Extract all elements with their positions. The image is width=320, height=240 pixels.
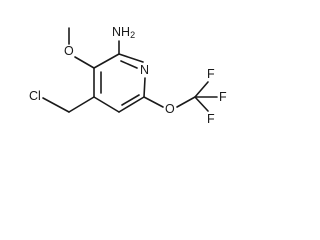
amine-label: NH2	[112, 25, 135, 40]
trifluoromethoxy-oxygen-label: O	[165, 102, 175, 116]
ring-nitrogen-label: N	[140, 63, 149, 77]
methoxy-oxygen-label: O	[64, 44, 74, 58]
double-bond-c5-c6-inner	[121, 94, 140, 106]
bond-c3-o-methoxy	[74, 56, 95, 69]
chlorine-label: Cl	[29, 89, 41, 103]
bond-n1-c2	[118, 53, 144, 63]
amine-subscript: 2	[130, 30, 135, 40]
pyridine-ring	[93, 53, 146, 113]
fluorine-bottom-label: F	[207, 112, 215, 126]
double-bond-n1-c2-inner	[120, 60, 138, 69]
bond-c4-c5	[93, 96, 120, 113]
fluorine-right-label: F	[219, 90, 227, 104]
bond-o-cf3	[176, 96, 196, 108]
bond-c6-n1	[143, 77, 146, 98]
atom-labels: NH2 N O O Cl F F F	[29, 25, 227, 126]
bond-cf3-f-bottom	[194, 96, 209, 112]
substituent-bonds	[42, 27, 218, 113]
bond-c4-ch2	[68, 96, 95, 113]
fluorine-top-label: F	[207, 67, 215, 81]
bond-c2-c3	[93, 53, 120, 69]
bond-c5-c6	[118, 96, 145, 113]
bond-cf3-f-top	[194, 81, 209, 98]
amine-label-text: NH	[112, 25, 130, 39]
bond-c6-o-trifluoromethoxy	[143, 96, 164, 108]
chemical-structure-diagram: NH2 N O O Cl F F F	[29, 25, 227, 126]
bond-ch2-cl	[42, 97, 70, 113]
